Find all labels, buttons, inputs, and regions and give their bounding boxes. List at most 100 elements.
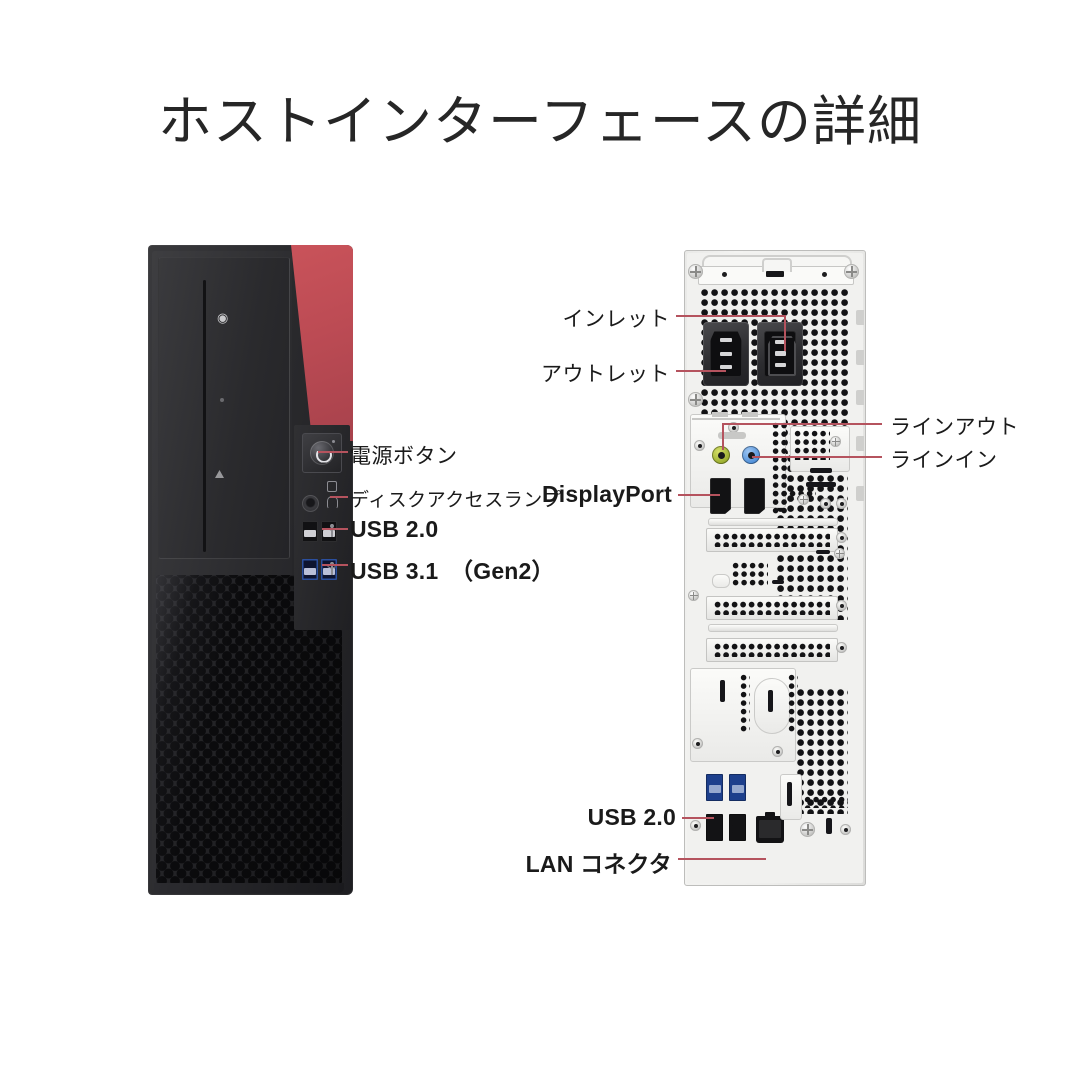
- power-led-icon: [332, 440, 335, 443]
- rear-handle-hole-right: [822, 272, 827, 277]
- bracket-screw-upper[interactable]: [830, 436, 841, 447]
- io-rivet-lower: [690, 820, 701, 831]
- ac-inlet-inner: [764, 331, 796, 377]
- rear-usb3-port-2[interactable]: [729, 774, 746, 801]
- thumbscrew-top-left[interactable]: [688, 264, 703, 279]
- leader-front-usb31: [322, 564, 348, 566]
- rear-handle-slot: [766, 271, 784, 277]
- thumbscrew-top-right[interactable]: [844, 264, 859, 279]
- leader-inlet-v: [784, 315, 786, 351]
- lower-knock-vertical-1: [720, 680, 725, 702]
- leader-line-in: [752, 456, 882, 458]
- usb-icon-1: [327, 524, 337, 537]
- bracket-rivet-1: [820, 498, 831, 509]
- lan-connector[interactable]: [756, 812, 784, 843]
- rear-handle-tab: [762, 258, 792, 272]
- rear-usb2-port-2[interactable]: [729, 814, 746, 841]
- optical-drive-slot: [203, 280, 206, 552]
- label-line-in: ラインイン: [890, 448, 998, 472]
- bottom-rivet: [840, 824, 851, 835]
- drive-activity-dot-icon: [220, 398, 224, 402]
- bracket-screw-mid[interactable]: [798, 494, 809, 505]
- edge-notch-1: [856, 310, 864, 325]
- bottom-knock: [826, 818, 832, 834]
- expansion-slot-cover-2[interactable]: [706, 596, 838, 620]
- io-shield-edge: [692, 418, 780, 420]
- label-front-usb20: USB 2.0: [350, 516, 439, 542]
- label-outlet: アウトレット: [541, 362, 670, 386]
- slot-rivet-2: [836, 600, 847, 611]
- power-icon: [316, 450, 332, 463]
- front-base-foot: [154, 883, 344, 893]
- leader-disk-access-lamp: [330, 496, 348, 498]
- label-inlet: インレット: [562, 307, 670, 331]
- label-rear-usb20: USB 2.0: [587, 804, 676, 830]
- leader-line-out-v: [722, 423, 724, 450]
- leader-inlet-h: [676, 315, 786, 317]
- lower-vent-dots-col2: [788, 674, 798, 732]
- io-shield-bracket: [718, 432, 746, 439]
- thumbscrew-psu-left[interactable]: [688, 392, 703, 407]
- leader-front-usb20: [322, 528, 348, 530]
- io-shield-rivet-left: [694, 440, 705, 451]
- edge-notch-3: [856, 390, 864, 405]
- leader-power-button: [318, 451, 348, 453]
- rear-usb2-port-1[interactable]: [706, 814, 723, 841]
- rear-usb3-port-1[interactable]: [706, 774, 723, 801]
- mid-knock: [772, 580, 784, 584]
- slot-rail-top: [708, 518, 838, 526]
- io-shield-tab-right: [742, 412, 758, 417]
- lower-vent-grid: [796, 688, 848, 814]
- io-shield-tab-left: [712, 412, 728, 417]
- bracket-rivet-2: [836, 498, 847, 509]
- leader-line-out-h: [722, 423, 882, 425]
- ac-inlet-socket[interactable]: [757, 322, 803, 386]
- slot-screw-2[interactable]: [688, 590, 699, 601]
- mid-tab-plate: [712, 574, 730, 588]
- headphone-jack[interactable]: [302, 495, 319, 512]
- slot-vent-holes: [714, 533, 830, 547]
- rear-handle-hole-left: [722, 272, 727, 277]
- label-line-out: ラインアウト: [890, 415, 1019, 439]
- lower-rivet-1: [692, 738, 703, 749]
- front-usb2-port-1[interactable]: [302, 521, 318, 542]
- edge-notch-4: [856, 436, 864, 451]
- slot-screw-1[interactable]: [834, 548, 845, 559]
- expansion-slot-cover-1[interactable]: [706, 528, 838, 552]
- slot-rivet-3: [836, 642, 847, 653]
- label-displayport: DisplayPort: [541, 481, 672, 507]
- expansion-slot-cover-3[interactable]: [706, 638, 838, 662]
- label-front-usb31: USB 3.1 （Gen2）: [350, 558, 555, 584]
- power-button[interactable]: [302, 433, 342, 473]
- disk-access-lamp-icon: [327, 481, 337, 492]
- knockout-slot-a: [810, 468, 832, 473]
- leader-displayport: [678, 494, 720, 496]
- io-vent-dots-row: [772, 490, 816, 500]
- ac-outlet-inner: [710, 331, 742, 377]
- displayport-2[interactable]: [744, 478, 765, 514]
- label-disk-access-lamp: ディスクアクセスランプ: [350, 489, 562, 511]
- displayport-1[interactable]: [710, 478, 731, 514]
- lower-rivet-2: [772, 746, 783, 757]
- slot-rivet-1: [836, 532, 847, 543]
- line-out-jack[interactable]: [712, 446, 730, 464]
- lower-vent-dots-col: [740, 674, 750, 732]
- ac-outlet-socket[interactable]: [703, 322, 749, 386]
- optical-drive-bay: ◉: [158, 257, 290, 559]
- knockout-slot-b: [806, 482, 836, 487]
- edge-notch-2: [856, 350, 864, 365]
- disc-logo-icon: ◉: [217, 310, 228, 325]
- leader-lan: [678, 858, 766, 860]
- power-button-ring: [310, 441, 334, 465]
- mid-vent-dots: [732, 562, 768, 588]
- leader-rear-usb20: [682, 817, 714, 819]
- bottom-bracket-slot: [787, 782, 792, 806]
- line-in-jack[interactable]: [742, 446, 760, 464]
- io-vent-dots-column: [772, 422, 790, 516]
- io-shield-rivet-top: [728, 422, 739, 433]
- ac-inlet-outline: [768, 336, 796, 376]
- front-usb31-port-1[interactable]: [302, 559, 318, 580]
- slot-vent-holes: [714, 643, 830, 657]
- thumbscrew-bottom[interactable]: [800, 822, 815, 837]
